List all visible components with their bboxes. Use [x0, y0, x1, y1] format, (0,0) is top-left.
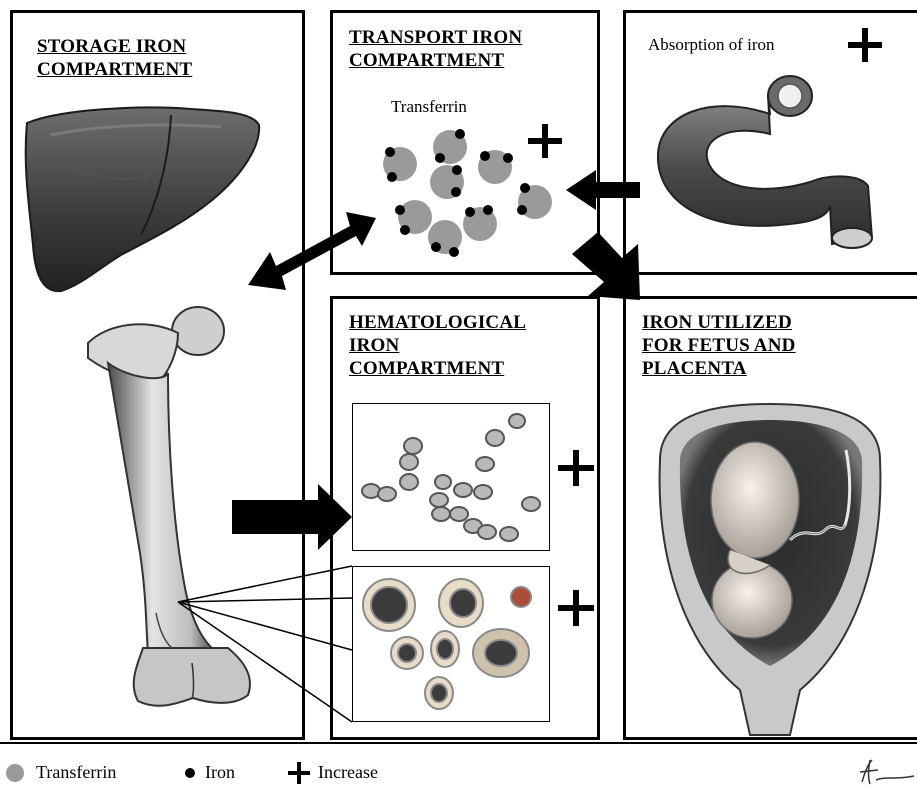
transferrin-molecule [383, 147, 417, 182]
legend-increase-label: Increase [318, 762, 378, 783]
rbc-increase-plus-icon [558, 450, 594, 486]
bone-marrow-cells-image [352, 566, 550, 722]
utilized-panel-title: IRON UTILIZED FOR FETUS AND PLACENTA [642, 311, 796, 380]
transport-title-line-2: COMPARTMENT [349, 49, 522, 72]
transferrin-molecule [395, 200, 432, 235]
hematological-title-line-1: HEMATOLOGICAL [349, 311, 526, 334]
transferrin-label: Transferrin [391, 97, 467, 117]
hematological-title-line-2: IRON [349, 334, 526, 357]
transferrin-molecule [433, 129, 467, 164]
artist-signature [856, 758, 916, 786]
absorption-label: Absorption of iron [648, 35, 775, 55]
storage-panel-title: STORAGE IRON COMPARTMENT [37, 35, 192, 81]
legend: Transferrin Iron Increase [0, 754, 917, 789]
transferrin-molecule [463, 205, 497, 241]
storage-title-line-2: COMPARTMENT [37, 58, 192, 81]
legend-divider [0, 742, 917, 744]
utilized-title-line-1: IRON UTILIZED [642, 311, 796, 334]
transferrin-molecule [428, 220, 462, 257]
liver-illustration [21, 105, 261, 295]
marrow-increase-plus-icon [558, 590, 594, 626]
increase-legend-plus-icon [288, 762, 310, 784]
storage-title-line-1: STORAGE IRON [37, 35, 192, 58]
uterus-fetus-illustration [640, 400, 900, 740]
duodenum-illustration [650, 74, 880, 254]
transferrin-molecule [430, 165, 464, 199]
legend-iron-label: Iron [205, 762, 235, 783]
transferrin-molecule [517, 183, 552, 219]
storage-iron-panel: STORAGE IRON COMPARTMENT [10, 10, 305, 740]
transferrin-legend-icon [6, 764, 24, 782]
transferrin-molecule [478, 150, 513, 184]
red-blood-cells-image [352, 403, 550, 551]
transport-panel-title: TRANSPORT IRON COMPARTMENT [349, 26, 522, 72]
femur-bone-illustration [68, 303, 268, 713]
transport-title-line-1: TRANSPORT IRON [349, 26, 522, 49]
legend-transferrin-label: Transferrin [36, 762, 116, 783]
utilized-title-line-3: PLACENTA [642, 357, 796, 380]
hematological-title-line-3: COMPARTMENT [349, 357, 526, 380]
absorption-increase-plus-icon [848, 28, 882, 62]
iron-legend-icon [185, 768, 195, 778]
transport-increase-plus-icon [528, 124, 562, 158]
utilized-title-line-2: FOR FETUS AND [642, 334, 796, 357]
hematological-panel-title: HEMATOLOGICAL IRON COMPARTMENT [349, 311, 526, 380]
